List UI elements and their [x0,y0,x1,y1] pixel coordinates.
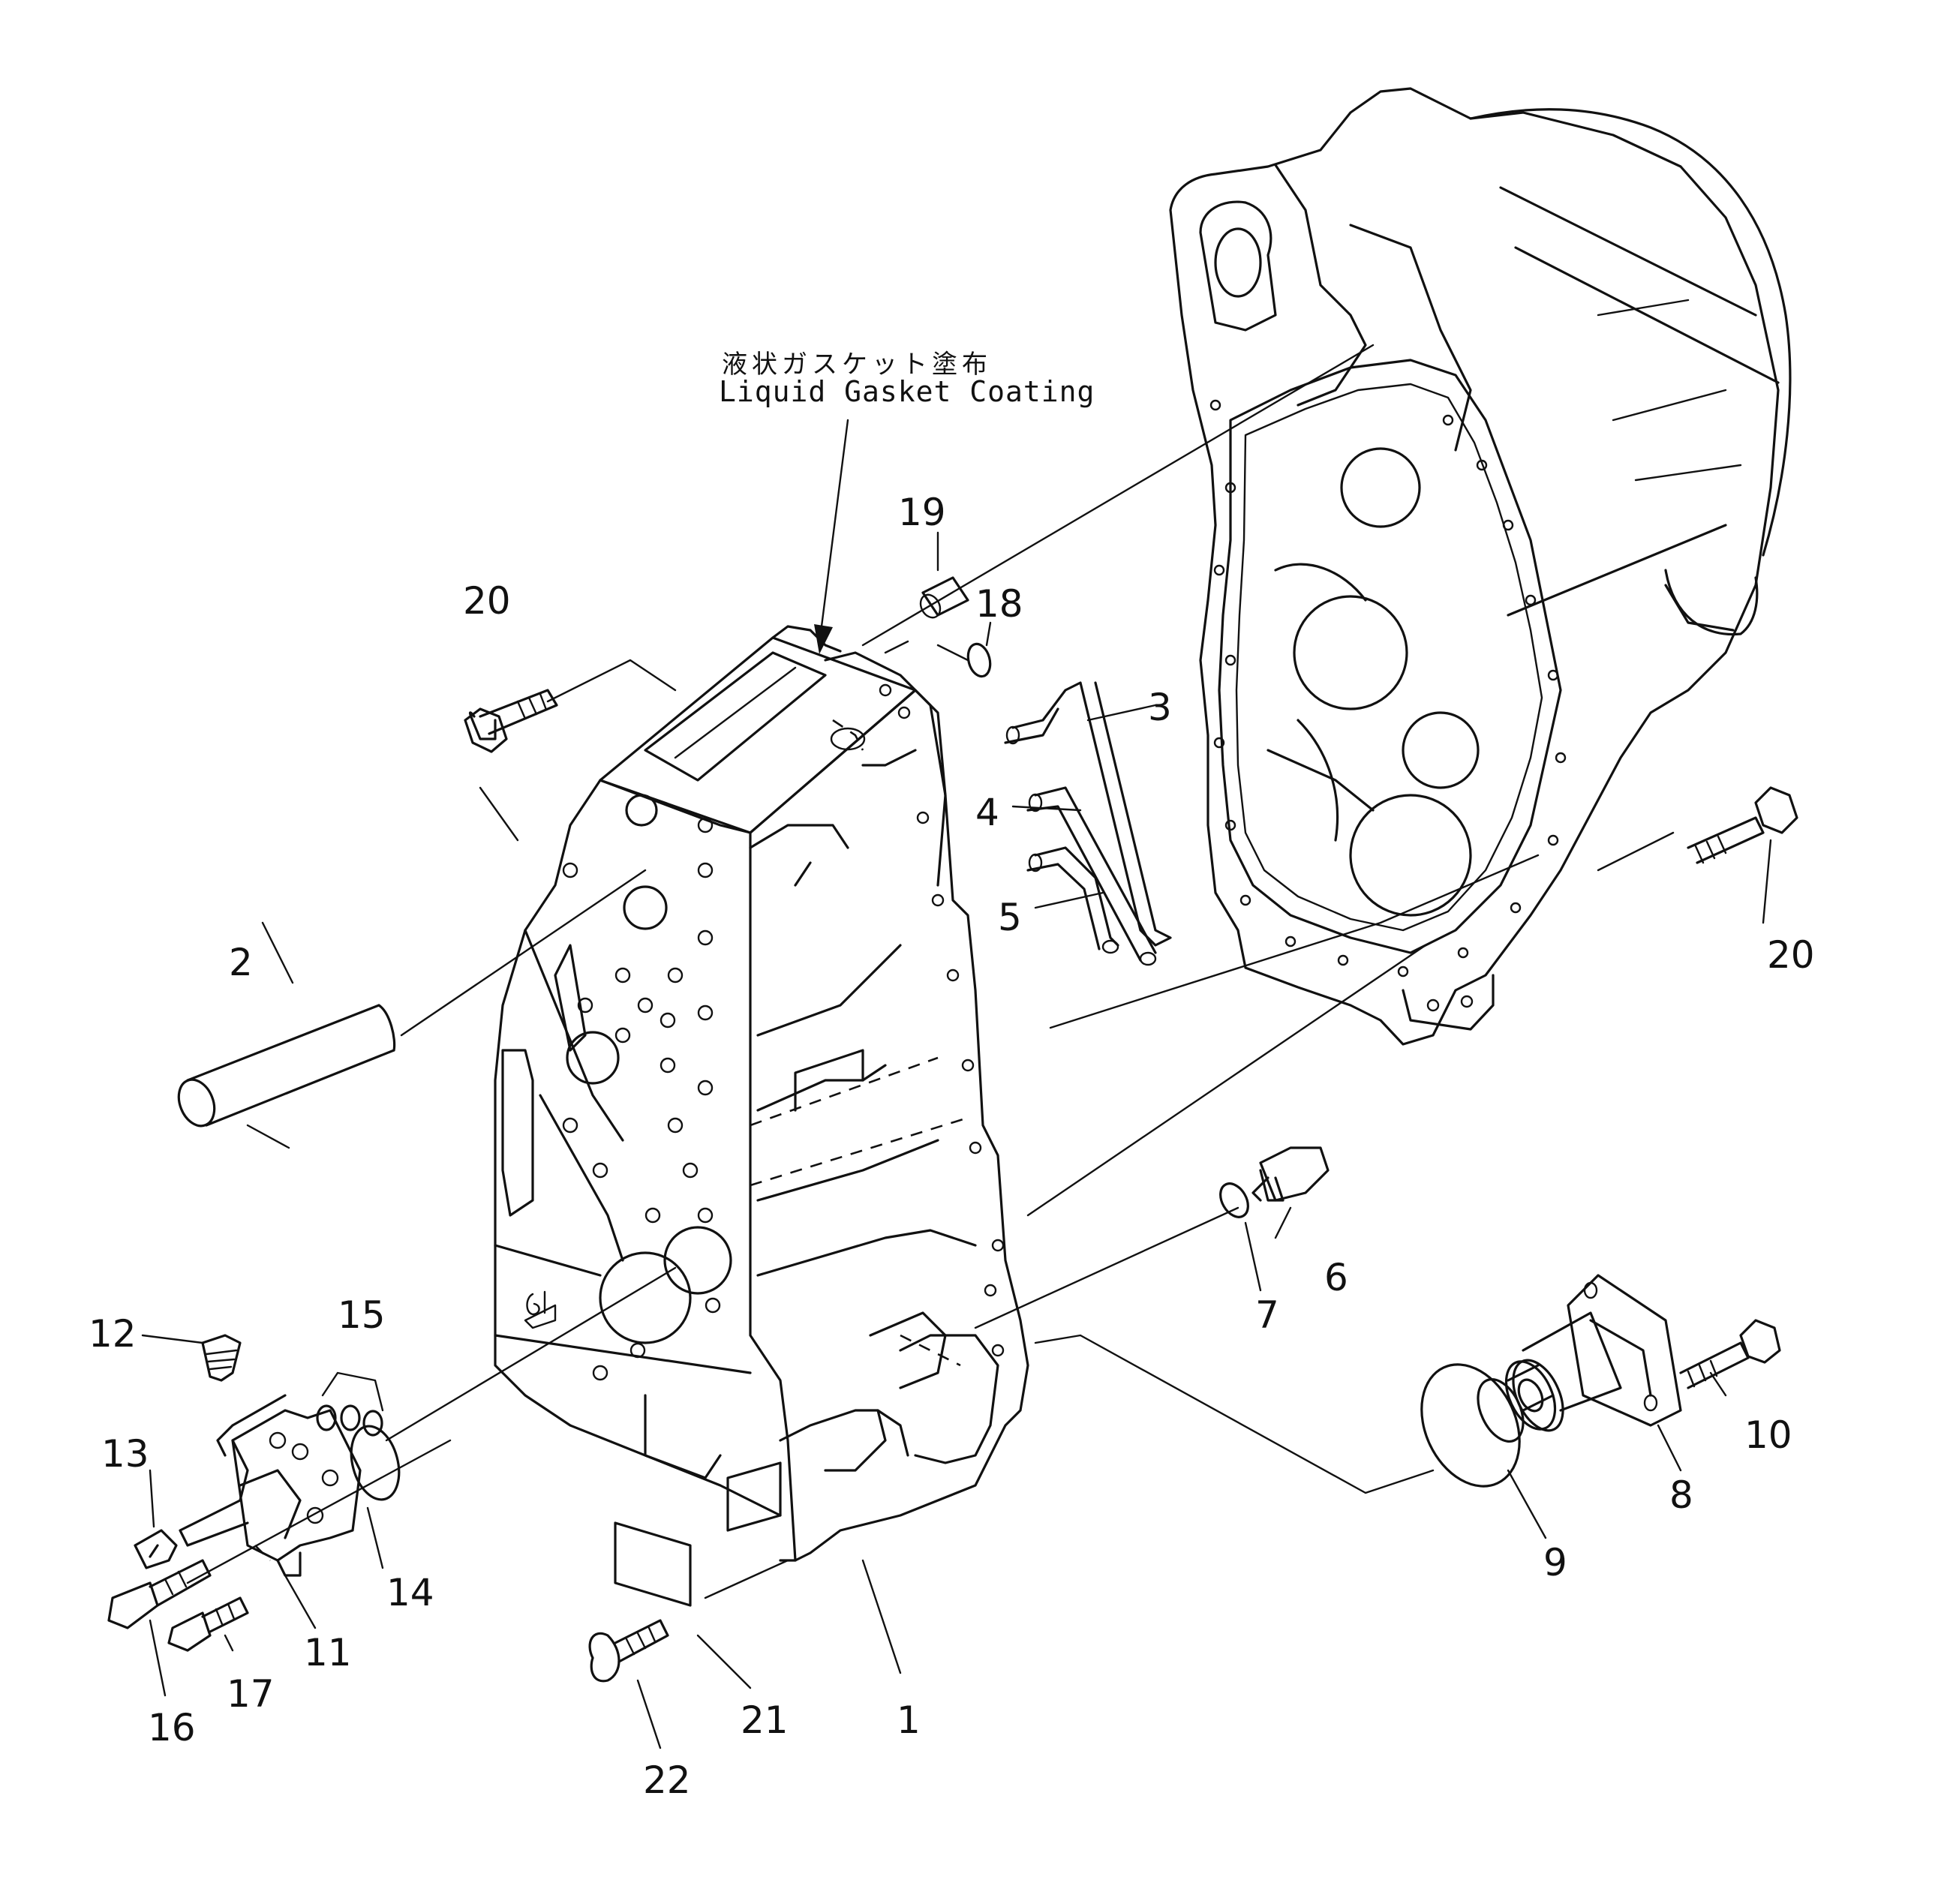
part-10-bolt [1679,1319,1781,1389]
tubes [1004,681,1172,966]
part-18-o-ring [966,642,992,678]
callout-18: 18 [975,582,1023,626]
callout-3: 3 [1148,686,1172,729]
callout-19: 19 [898,491,946,534]
callout-9: 9 [1543,1541,1567,1584]
callout-2: 2 [229,941,253,984]
callout-16: 16 [148,1706,196,1749]
part-12-plug [201,1334,242,1382]
callout-12: 12 [89,1312,137,1356]
callout-5: 5 [998,896,1022,939]
part-13-fitting [134,1529,178,1569]
gasket-note: 液状ガスケット塗布 Liquid Gasket Coating [719,350,1095,408]
callout-13: 13 [101,1432,149,1476]
gasket-note-en: Liquid Gasket Coating [719,375,1095,408]
part-11-valve-block [179,1394,362,1577]
part-20-bolt-right [1687,786,1798,864]
callout-1: 1 [897,1698,921,1742]
callout-20-upper: 20 [463,579,511,623]
part-15-o-rings [316,1371,384,1437]
callout-22: 22 [643,1758,691,1802]
callout-14: 14 [386,1571,434,1614]
part-2-shaft [177,869,647,1128]
leader-lines [141,344,1772,1749]
part-6-plug [1251,1146,1330,1202]
part-17-bolt [167,1596,249,1652]
part-20-bolt-upper [464,689,558,753]
callout-20-right: 20 [1767,933,1815,977]
transmission-case [494,625,1029,1562]
callout-4: 4 [975,791,999,834]
callout-10: 10 [1744,1413,1792,1457]
callout-7: 7 [1255,1293,1279,1337]
rear-housing [1169,87,1792,1046]
callout-labels: 1 2 3 4 5 6 7 8 9 10 11 12 13 14 15 16 1… [89,491,1815,1802]
part-7-o-ring [1219,1182,1249,1218]
part-21-cover-plate [614,1521,692,1607]
callout-21: 21 [741,1698,789,1742]
gasket-note-jp: 液状ガスケット塗布 [722,350,992,380]
part-9-o-ring [1420,1363,1521,1488]
callout-15: 15 [338,1293,386,1337]
part-22-screw [588,1619,669,1683]
callout-11: 11 [304,1631,352,1674]
part-16-bolt [107,1559,212,1629]
callout-8: 8 [1669,1473,1693,1517]
part-8-flange-shaft [1477,1274,1682,1443]
callout-17: 17 [227,1672,275,1716]
callout-6: 6 [1324,1256,1348,1299]
